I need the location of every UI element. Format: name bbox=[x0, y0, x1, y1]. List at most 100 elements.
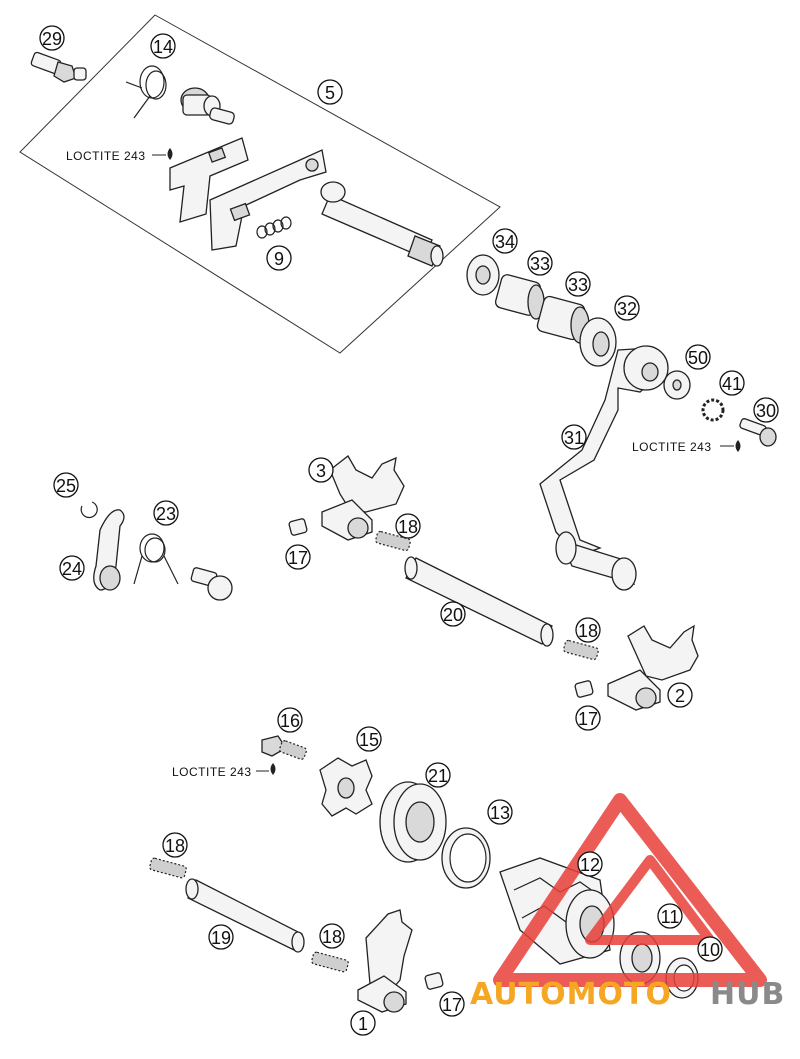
callout-c33b: 33 bbox=[565, 271, 591, 297]
part-29-bolt bbox=[30, 51, 87, 83]
part-18-spring-b bbox=[563, 639, 599, 661]
watermark-text-gray: HUB bbox=[710, 977, 785, 1012]
callout-number: 16 bbox=[280, 711, 300, 731]
callout-number: 23 bbox=[156, 504, 176, 524]
callout-number: 50 bbox=[688, 348, 708, 368]
part-17-pin-a bbox=[288, 518, 308, 536]
callout-c25: 25 bbox=[53, 472, 79, 498]
part-18-spring-c bbox=[149, 857, 187, 879]
callout-number: 33 bbox=[568, 275, 588, 295]
part-1-shift-fork bbox=[357, 909, 413, 1013]
loctite-label-a: LOCTITE 243 bbox=[66, 149, 146, 163]
callout-circle bbox=[685, 344, 711, 370]
callout-number: 10 bbox=[700, 940, 720, 960]
callout-c30: 30 bbox=[753, 397, 779, 423]
callout-number: 15 bbox=[359, 730, 379, 750]
callout-c41: 41 bbox=[719, 370, 745, 396]
callout-number: 41 bbox=[722, 374, 742, 394]
callout-circle bbox=[561, 424, 587, 450]
callout-c17c: 17 bbox=[439, 991, 465, 1017]
watermark-logo bbox=[493, 793, 767, 987]
callout-circle bbox=[697, 936, 723, 962]
callout-circle bbox=[53, 472, 79, 498]
part-41-lockwasher bbox=[701, 398, 725, 422]
part-shift-plate-b bbox=[209, 149, 327, 251]
callout-c17b: 17 bbox=[575, 705, 601, 731]
callout-circle bbox=[356, 726, 382, 752]
callout-c3: 3 bbox=[308, 457, 334, 483]
callout-circle bbox=[657, 903, 683, 929]
callout-circle bbox=[425, 762, 451, 788]
part-21-bearing bbox=[379, 781, 447, 863]
callout-c14: 14 bbox=[150, 33, 176, 59]
callout-number: 20 bbox=[443, 605, 463, 625]
part-25-circlip bbox=[80, 501, 98, 519]
callout-circle bbox=[667, 682, 693, 708]
callout-circle bbox=[577, 851, 603, 877]
part-34-washer bbox=[466, 254, 500, 296]
callout-circle bbox=[317, 79, 343, 105]
watermark-text-orange: AUTOMOTO bbox=[470, 977, 672, 1012]
callout-c31: 31 bbox=[561, 424, 587, 450]
callout-number: 18 bbox=[578, 621, 598, 641]
callout-c20: 20 bbox=[440, 601, 466, 627]
callout-c15: 15 bbox=[356, 726, 382, 752]
callout-number: 18 bbox=[398, 517, 418, 537]
callout-c21: 21 bbox=[425, 762, 451, 788]
callout-circle bbox=[753, 397, 779, 423]
callout-number: 31 bbox=[564, 428, 584, 448]
callout-number: 3 bbox=[316, 461, 326, 481]
callout-c33a: 33 bbox=[527, 250, 553, 276]
part-32-seal bbox=[579, 317, 617, 367]
callout-number: 21 bbox=[428, 766, 448, 786]
callout-c24: 24 bbox=[59, 555, 85, 581]
part-18-spring-d bbox=[311, 951, 349, 973]
callout-number: 2 bbox=[675, 686, 685, 706]
callout-circle bbox=[285, 544, 311, 570]
part-31-kickstarter bbox=[539, 345, 669, 591]
part-30-bolt bbox=[739, 418, 777, 447]
callout-c5: 5 bbox=[317, 79, 343, 105]
loctite-label-c: LOCTITE 243 bbox=[172, 765, 252, 779]
callout-c50: 50 bbox=[685, 344, 711, 370]
callout-c1: 1 bbox=[350, 1010, 376, 1036]
part-50-washer bbox=[663, 370, 691, 400]
callout-number: 33 bbox=[530, 254, 550, 274]
callout-circle bbox=[162, 832, 188, 858]
part-13-shim bbox=[441, 827, 491, 889]
callout-number: 13 bbox=[490, 803, 510, 823]
callout-c13: 13 bbox=[487, 799, 513, 825]
callout-c17a: 17 bbox=[285, 544, 311, 570]
part-3-shift-fork bbox=[321, 455, 405, 541]
callout-circle bbox=[153, 500, 179, 526]
callout-number: 25 bbox=[56, 476, 76, 496]
callout-number: 11 bbox=[661, 907, 680, 927]
callout-number: 17 bbox=[288, 548, 308, 568]
callout-c12: 12 bbox=[577, 851, 603, 877]
callout-circle bbox=[575, 617, 601, 643]
callout-c34: 34 bbox=[492, 228, 518, 254]
callout-number: 32 bbox=[617, 299, 637, 319]
callout-c18b: 18 bbox=[575, 617, 601, 643]
callout-number: 14 bbox=[153, 37, 173, 57]
callout-circle bbox=[266, 245, 292, 271]
callout-circle bbox=[719, 370, 745, 396]
callout-circle bbox=[614, 295, 640, 321]
callout-circle bbox=[319, 923, 345, 949]
callout-c10: 10 bbox=[697, 936, 723, 962]
callout-circle bbox=[440, 601, 466, 627]
loctite-drop-b bbox=[735, 440, 741, 452]
callout-circle bbox=[492, 228, 518, 254]
callout-number: 34 bbox=[495, 232, 515, 252]
part-14-spring bbox=[125, 65, 167, 119]
part-33-bearing-a bbox=[494, 274, 545, 320]
callout-circle bbox=[575, 705, 601, 731]
callout-c23: 23 bbox=[153, 500, 179, 526]
callout-c18a: 18 bbox=[395, 513, 421, 539]
part-2-shift-fork bbox=[607, 624, 699, 711]
part-shift-plate-a bbox=[169, 137, 249, 223]
callout-c18d: 18 bbox=[319, 923, 345, 949]
part-24-ratchet bbox=[93, 509, 125, 591]
part-9-washers bbox=[256, 216, 292, 239]
callout-circle bbox=[565, 271, 591, 297]
